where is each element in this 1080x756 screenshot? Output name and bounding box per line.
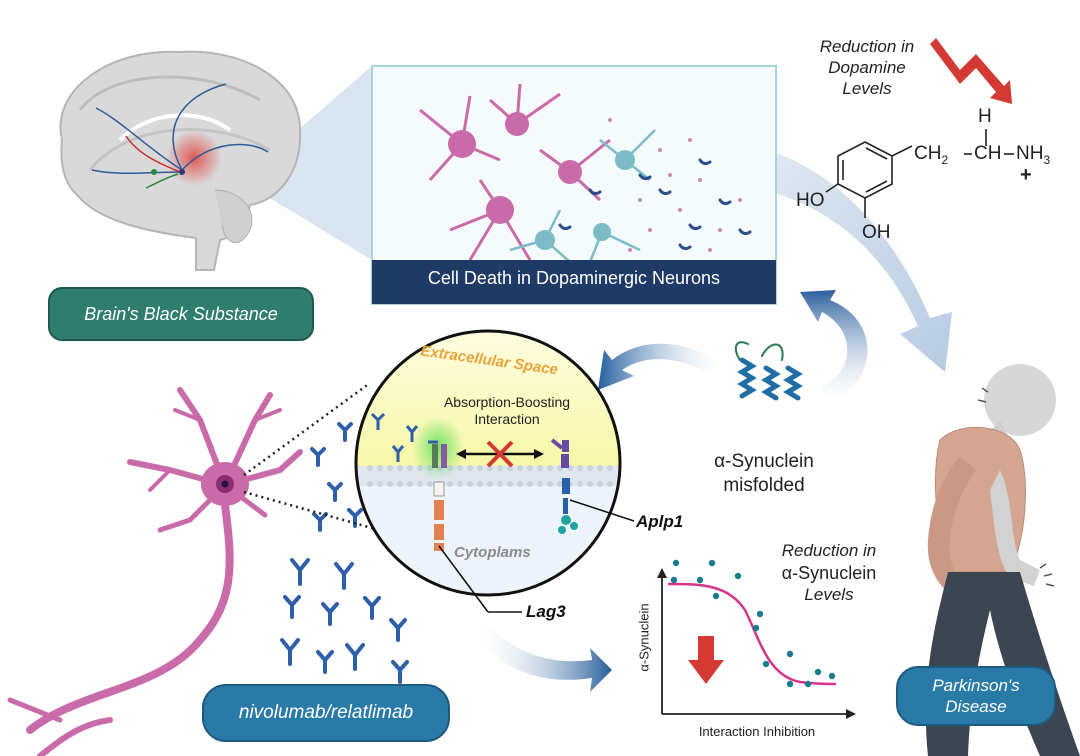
chart-point	[670, 576, 678, 584]
dopamine-note-line-2: Dopamine	[828, 58, 906, 77]
formula-plus: +	[1020, 164, 1032, 186]
chart-point	[672, 559, 680, 567]
chart-point	[804, 680, 812, 688]
interaction-label: Absorption-Boosting Interaction	[412, 394, 602, 428]
chart-point	[752, 624, 760, 632]
synuclein-line-2: misfolded	[723, 475, 805, 496]
lag3-pointer	[438, 545, 489, 613]
formula-h: H	[978, 106, 992, 127]
chart-point	[828, 672, 836, 680]
formula-ch: CH	[974, 143, 1002, 164]
effect-arrow	[478, 620, 612, 692]
brain-region-label: Brain's Black Substance	[84, 303, 278, 324]
chart-point	[712, 592, 720, 600]
dopamine-decrease-arrow	[930, 38, 1012, 104]
chart-point	[786, 680, 794, 688]
synuclein-label: α-Synuclein misfolded	[694, 450, 834, 498]
dopamine-note-line-3: Levels	[842, 79, 892, 98]
disease-line-2: Disease	[945, 697, 1007, 716]
formula-ho: HO	[796, 190, 825, 211]
interaction-line-2: Interaction	[474, 411, 540, 427]
formula-ch2-sub: 2	[941, 152, 949, 167]
synuclein-chart	[657, 559, 856, 719]
disease-pill: Parkinson's Disease	[896, 666, 1056, 726]
microscopy-panel	[371, 65, 777, 305]
brain-illustration	[59, 50, 372, 271]
zoom-line-bottom	[243, 490, 373, 530]
alpha-synuclein-protein	[734, 341, 803, 401]
zoom-line-top	[243, 381, 371, 477]
formula-nh3-main: NH	[1016, 143, 1044, 164]
dopamine-molecule	[825, 129, 1014, 218]
chart-point	[696, 576, 704, 584]
membrane-zoom-circle	[354, 329, 622, 597]
lag3-label: Lag3	[526, 602, 566, 621]
dopamine-reduction-note: Reduction in Dopamine Levels	[794, 36, 940, 99]
formula-ch2-main: CH	[914, 143, 942, 164]
chart-points	[670, 559, 836, 688]
aplp1-pointer	[569, 499, 635, 522]
synuclein-note-line-1: Reduction in	[781, 541, 877, 560]
synuclein-reduction-note: Reduction in α-Synuclein Levels	[756, 540, 902, 606]
dopamine-note-line-1: Reduction in	[819, 37, 915, 56]
feedback-curved-arrow	[800, 290, 868, 402]
synuclein-line-1: α-Synuclein	[714, 451, 814, 472]
formula-nh3: NH3	[1016, 143, 1050, 167]
formula-ch2: CH2	[914, 143, 948, 167]
chart-point	[786, 650, 794, 658]
disease-line-1: Parkinson's	[932, 676, 1020, 695]
decrease-arrow-icon	[688, 636, 724, 684]
chart-point	[734, 572, 742, 580]
chart-y-label: α-Synuclein	[636, 603, 652, 672]
cytoplasm-label: Cytoplams	[454, 544, 531, 561]
drug-pill: nivolumab/relatlimab	[202, 684, 450, 742]
neuron-cluster	[419, 83, 752, 263]
blocked-x-icon	[486, 440, 514, 468]
chart-point	[756, 610, 764, 618]
formula-oh: OH	[862, 222, 891, 243]
chart-point	[762, 660, 770, 668]
chart-point	[708, 559, 716, 567]
synuclein-note-line-3: Levels	[804, 585, 854, 604]
sigmoid-fit-curve	[667, 582, 837, 686]
brain-region-pill: Brain's Black Substance	[48, 287, 314, 341]
aplp1-label: Aplp1	[636, 512, 684, 531]
chart-x-label: Interaction Inhibition	[698, 724, 816, 739]
chart-point	[814, 668, 822, 676]
drug-label: nivolumab/relatlimab	[238, 702, 414, 723]
formula-nh3-sub: 3	[1043, 152, 1051, 167]
cell-death-label: Cell Death in Dopaminergic Neurons	[427, 268, 721, 288]
uptake-arrow	[598, 343, 720, 390]
neuron-illustration	[7, 387, 303, 756]
synuclein-note-line-2: α-Synuclein	[781, 563, 877, 583]
cell-death-banner	[372, 260, 776, 304]
interaction-line-1: Absorption-Boosting	[443, 394, 571, 410]
